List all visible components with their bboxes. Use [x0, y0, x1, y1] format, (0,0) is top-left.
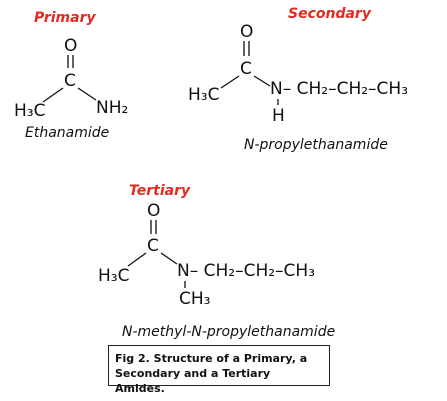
tertiary-methyl-group: H₃C: [98, 266, 129, 286]
figure-caption: Fig 2. Structure of a Primary, a Seconda…: [108, 345, 330, 395]
primary-amide: Primary O C H₃C NH₂ Ethanamide: [14, 10, 128, 141]
primary-bond-c-n: [77, 87, 97, 101]
primary-methyl-group: H₃C: [14, 101, 45, 121]
primary-amino-group: NH₂: [96, 98, 128, 118]
secondary-iupac-name: N-propylethanamide: [244, 137, 388, 153]
secondary-propyl-chain: N– CH₂–CH₂–CH₃: [270, 79, 408, 99]
tertiary-oxygen-atom: O: [147, 201, 160, 221]
tertiary-category-label: Tertiary: [129, 183, 191, 199]
tertiary-carbonyl-carbon: C: [147, 236, 159, 256]
primary-iupac-name: Ethanamide: [25, 125, 109, 141]
primary-category-label: Primary: [34, 10, 96, 26]
tertiary-propyl-chain: N– CH₂–CH₂–CH₃: [177, 261, 315, 281]
primary-bond-c-ch3: [42, 87, 64, 103]
secondary-n-hydrogen: H: [272, 106, 285, 126]
tertiary-n-methyl-group: CH₃: [179, 289, 210, 309]
secondary-bond-c-ch3: [220, 75, 240, 89]
tertiary-iupac-name: N-methyl-N-propylethanamide: [122, 324, 335, 340]
secondary-category-label: Secondary: [288, 6, 372, 22]
secondary-carbonyl-carbon: C: [240, 59, 252, 79]
tertiary-amide: Tertiary O C H₃C N– CH₂–CH₂–CH₃ CH₃ N-me…: [98, 183, 335, 340]
secondary-amide: Secondary O C H₃C N– CH₂–CH₂–CH₃ H N-pro…: [188, 6, 408, 153]
secondary-bond-c-n: [253, 75, 271, 87]
primary-carbonyl-carbon: C: [64, 71, 76, 91]
secondary-oxygen-atom: O: [240, 22, 253, 42]
secondary-methyl-group: H₃C: [188, 85, 219, 105]
tertiary-bond-c-ch3: [127, 252, 147, 267]
tertiary-bond-c-n: [160, 252, 178, 265]
primary-oxygen-atom: O: [64, 36, 77, 56]
